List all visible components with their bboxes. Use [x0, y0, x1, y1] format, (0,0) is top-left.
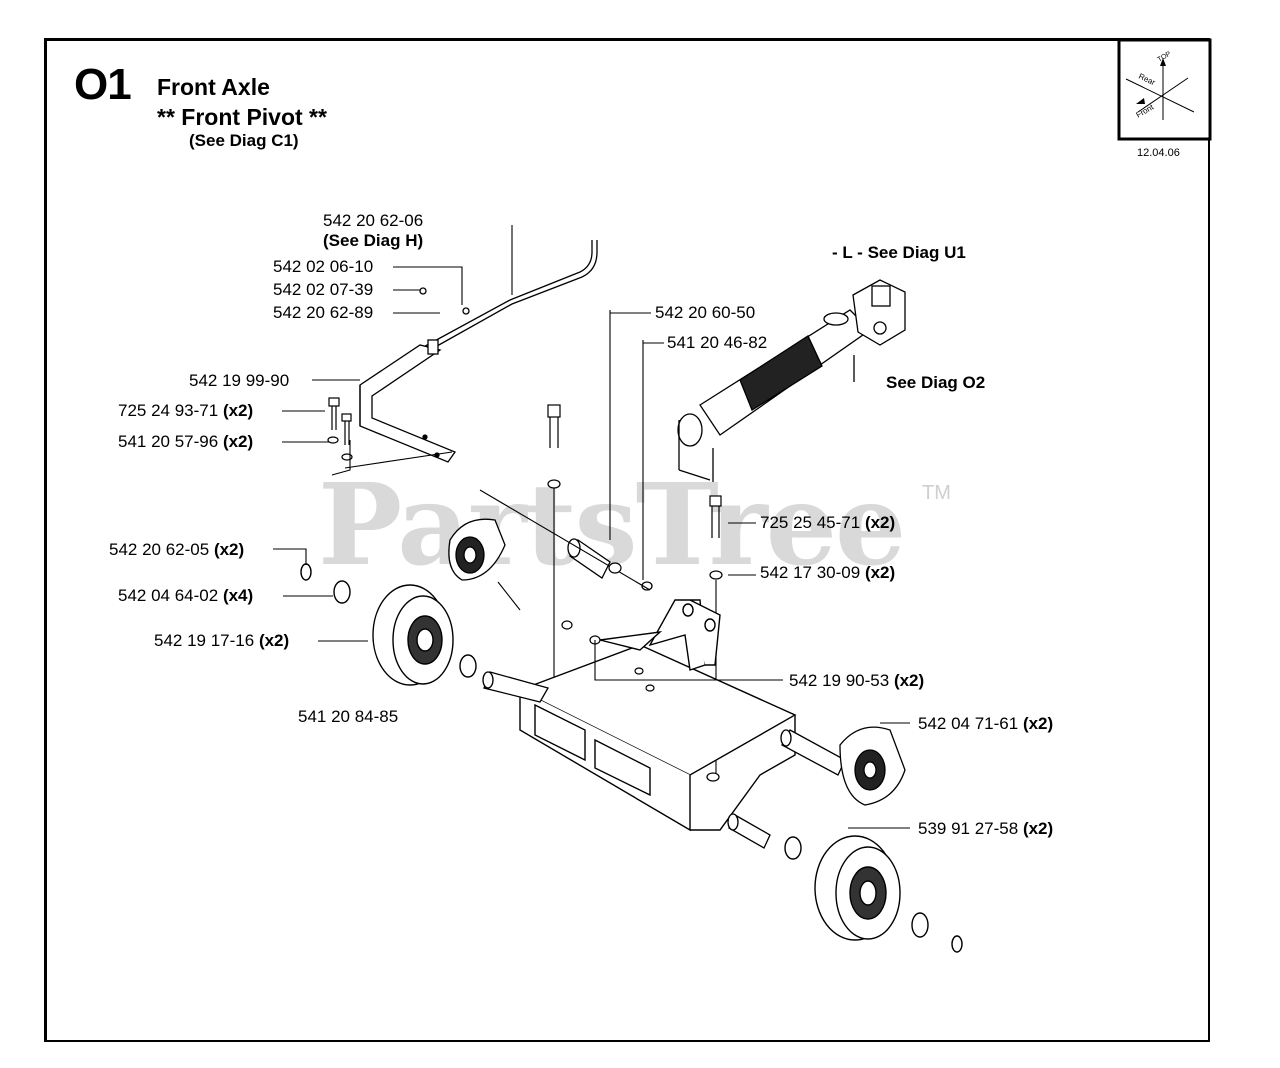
quantity: (x2) — [864, 513, 896, 532]
quantity: (x2) — [864, 563, 896, 582]
left-wheel — [300, 563, 477, 686]
quantity: (x2) — [222, 401, 254, 420]
see-diag-o2: See Diag O2 — [886, 373, 986, 392]
part-542-04-64-02: 542 04 64-02 (x4) — [118, 586, 253, 606]
part-number: 542 19 17-16 — [154, 631, 255, 650]
axle-frame — [479, 489, 797, 832]
part-542-20-62-05: 542 20 62-05 (x2) — [109, 540, 244, 560]
part-542-17-30-09: 542 17 30-09 (x2) — [760, 563, 895, 583]
diagram-title: Front Axle — [157, 74, 270, 100]
part-number: 542 04 71-61 — [918, 714, 1019, 733]
watermark-trademark: TM — [922, 482, 951, 504]
leader-lines — [273, 266, 910, 829]
quantity: (x2) — [258, 631, 290, 650]
part-542-02-06-10: 542 02 06-10 — [273, 257, 374, 276]
see-diag-c1: (See Diag C1) — [189, 131, 299, 150]
center-bolt — [547, 404, 561, 690]
pivot-pin — [567, 310, 653, 591]
part-542-19-90-53: 542 19 90-53 (x2) — [789, 671, 924, 691]
quantity: (x2) — [222, 432, 254, 451]
quantity: (x4) — [222, 586, 254, 605]
part-725-25-45-71: 725 25 45-71 (x2) — [760, 513, 895, 533]
part-number: 542 17 30-09 — [760, 563, 861, 582]
part-number: 539 91 27-58 — [918, 819, 1019, 838]
part-542-02-07-39: 542 02 07-39 — [273, 280, 374, 299]
quantity: (x2) — [893, 671, 925, 690]
part-541-20-84-85: 541 20 84-85 — [298, 707, 399, 726]
left-spindle — [448, 518, 549, 703]
part-541-20-46-82: 541 20 46-82 — [667, 333, 768, 352]
right-spindle — [727, 726, 906, 849]
part-number: 542 04 64-02 — [118, 586, 219, 605]
part-542-20-62-89: 542 20 62-89 — [273, 303, 374, 322]
diagram-code: O1 — [74, 60, 132, 109]
part-number: 541 20 57-96 — [118, 432, 219, 451]
part-number: 725 25 45-71 — [760, 513, 861, 532]
right-wheel — [784, 835, 963, 953]
part-number: 542 20 62-05 — [109, 540, 210, 559]
quantity: (x2) — [213, 540, 245, 559]
see-diag-u1: - L - See Diag U1 — [832, 243, 966, 262]
diagram-frame — [44, 38, 1210, 1042]
part-542-19-99-90: 542 19 99-90 — [189, 371, 290, 390]
part-542-19-17-16: 542 19 17-16 (x2) — [154, 631, 289, 651]
part-541-20-57-96: 541 20 57-96 (x2) — [118, 432, 253, 452]
part-number: 725 24 93-71 — [118, 401, 219, 420]
part-542-20-62-06-ref: (See Diag H) — [323, 231, 424, 250]
diagram-subtitle: ** Front Pivot ** — [157, 104, 327, 130]
bolts-left — [327, 397, 353, 461]
pivot-tube — [677, 279, 906, 482]
quantity: (x2) — [1022, 819, 1054, 838]
part-542-20-62-06: 542 20 62-06 — [323, 211, 424, 230]
diagram-date: 12.04.06 — [1137, 147, 1180, 159]
part-542-04-71-61: 542 04 71-61 (x2) — [918, 714, 1053, 734]
orientation-icon: TOP Rear Front — [1117, 38, 1212, 141]
quantity: (x2) — [1022, 714, 1054, 733]
control-rod-assembly — [359, 225, 598, 463]
part-539-91-27-58: 539 91 27-58 (x2) — [918, 819, 1053, 839]
part-725-24-93-71: 725 24 93-71 (x2) — [118, 401, 253, 421]
part-542-20-60-50: 542 20 60-50 — [655, 303, 756, 322]
part-number: 542 19 90-53 — [789, 671, 890, 690]
